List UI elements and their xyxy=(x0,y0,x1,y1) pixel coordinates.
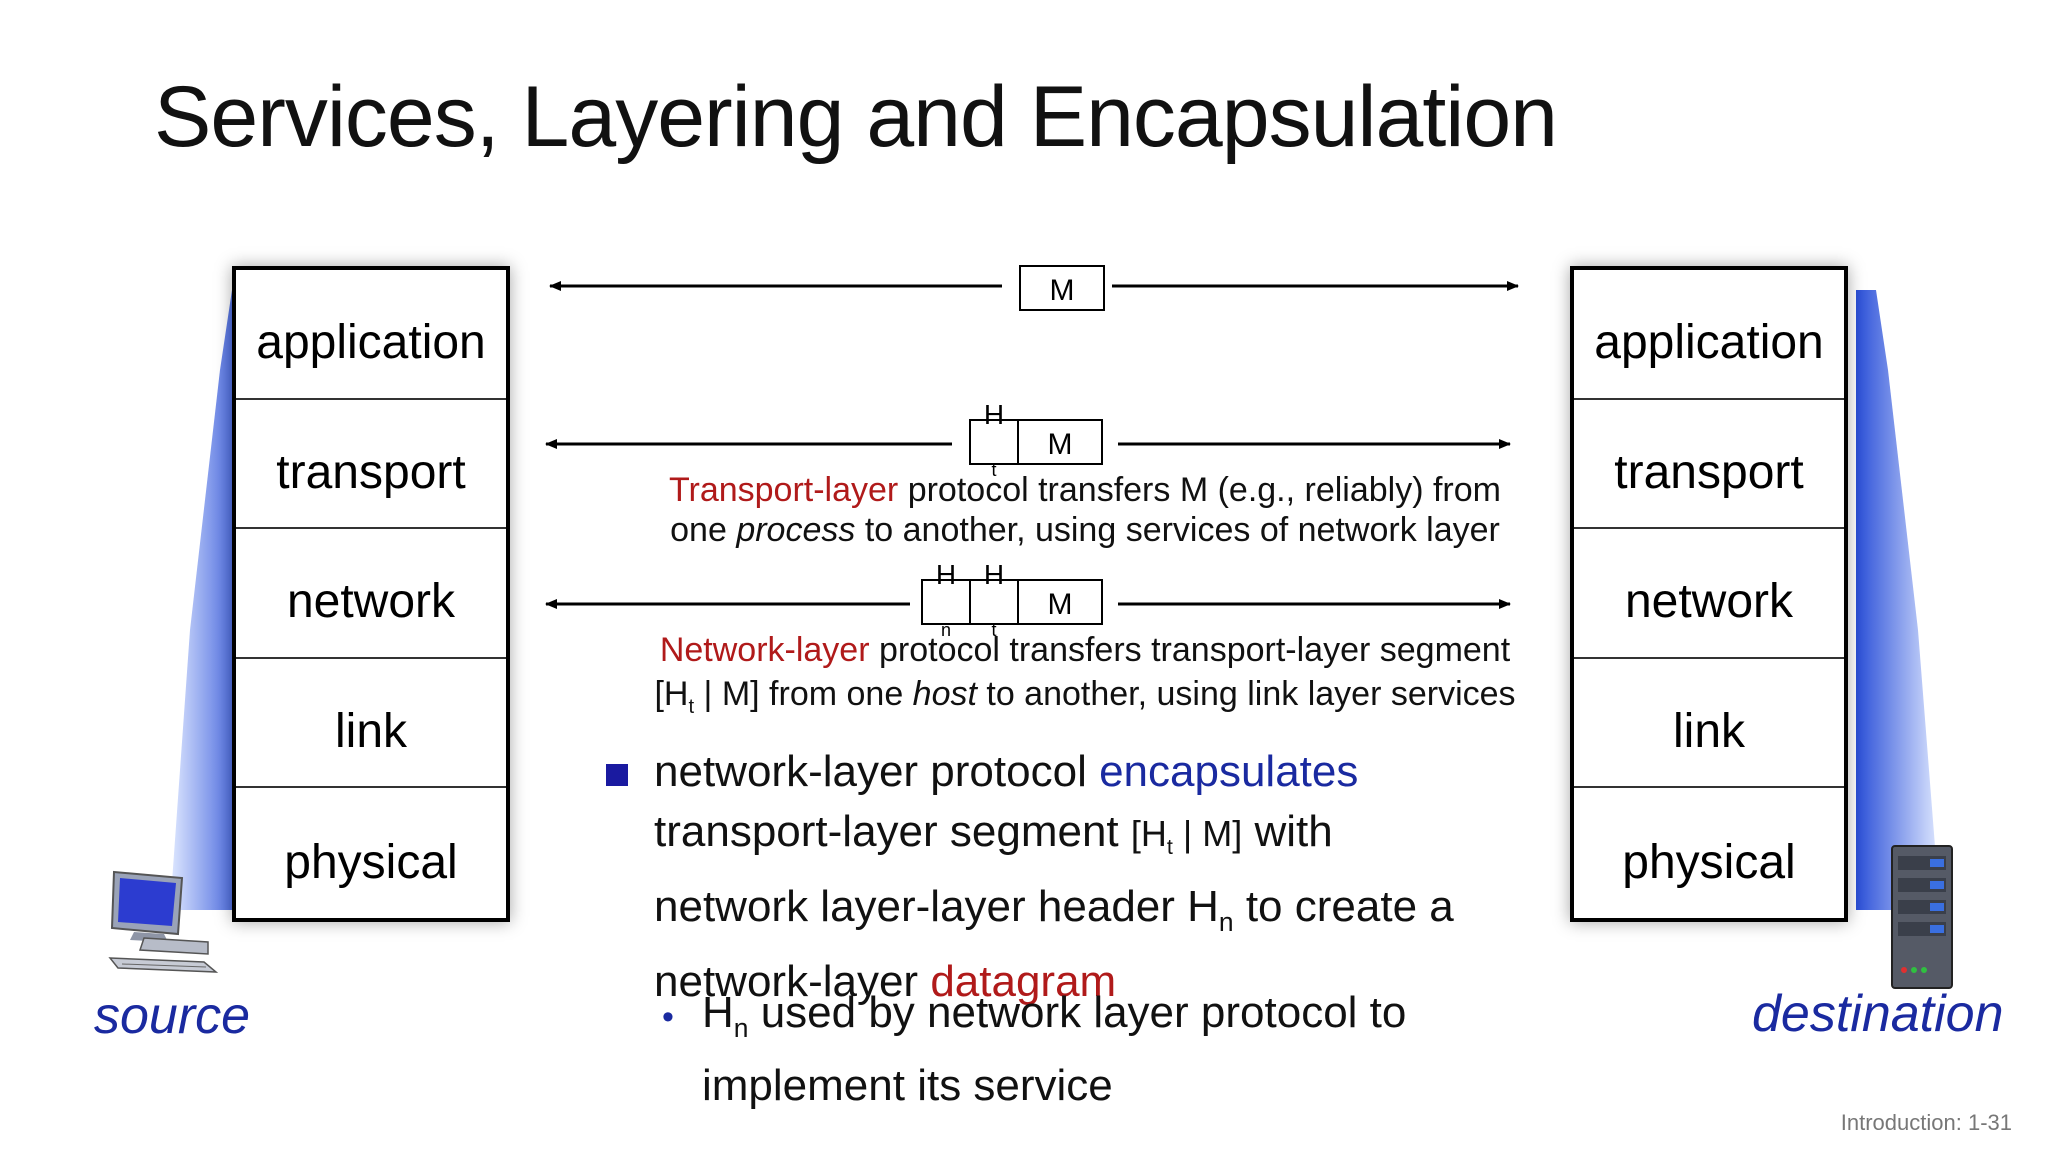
transport-caption-red: Transport-layer xyxy=(668,471,899,509)
network-ht-sub: t xyxy=(991,620,996,640)
network-hn: H xyxy=(936,559,956,590)
network-hn-sub: n xyxy=(941,620,951,640)
network-caption-line2-b: | M] from one xyxy=(694,675,913,713)
source-layer-transport: transport xyxy=(236,400,506,530)
transport-caption-line2-a: one xyxy=(670,511,737,549)
transport-caption-line1-rest: protocol transfers M (e.g., reliably) fr… xyxy=(898,471,1501,509)
bullet-line-3: network layer-layer header Hn to create … xyxy=(654,877,1614,952)
main-bullet: network-layer protocol encapsulates tran… xyxy=(654,742,1614,1012)
network-caption-line1: Network-layer protocol transfers transpo… xyxy=(590,628,1580,672)
destination-label: destination xyxy=(1752,985,2004,1043)
transport-ht-sub: t xyxy=(991,460,996,480)
network-caption-line1-rest: protocol transfers transport-layer segme… xyxy=(869,631,1511,669)
bullet-l2-bracket-b: | M] xyxy=(1172,813,1243,854)
sub-bullet-b: used by network layer protocol to xyxy=(748,988,1407,1037)
sub-bullet: Hn used by network layer protocol to imp… xyxy=(702,984,1562,1115)
source-layer-physical: physical xyxy=(284,835,458,889)
source-label: source xyxy=(94,987,251,1045)
bullet-l2-bracket-a: [H xyxy=(1130,813,1167,854)
source-layer-application: application xyxy=(236,270,506,400)
bullet-l2-a: transport-layer segment xyxy=(654,807,1131,856)
network-caption: Network-layer protocol transfers transpo… xyxy=(590,628,1580,729)
network-caption-line2: [Ht | M] from one host to another, using… xyxy=(590,672,1580,729)
transport-caption: Transport-layer protocol transfers M (e.… xyxy=(590,470,1580,550)
network-caption-sub: t xyxy=(688,695,695,718)
dest-layer-application: application xyxy=(1574,270,1844,400)
network-caption-line2-a: [H xyxy=(654,675,689,713)
bullet-l4-red: datagram xyxy=(930,956,1117,1006)
bullet-l4-a: network-layer xyxy=(654,956,931,1006)
transport-caption-line2-b: to another, using services of network la… xyxy=(855,511,1500,549)
network-ht: H xyxy=(984,559,1004,590)
network-message-m: M xyxy=(1048,588,1073,621)
transport-message-box xyxy=(1017,419,1103,465)
bullet-l2-b: with xyxy=(1242,807,1333,856)
dest-layer-transport: transport xyxy=(1574,400,1844,530)
dest-layer-network: network xyxy=(1574,529,1844,659)
dest-layer-physical: physical xyxy=(1622,835,1796,889)
network-caption-red: Network-layer xyxy=(659,631,870,669)
server-icon xyxy=(1891,845,1953,989)
source-beam xyxy=(170,290,250,910)
bullet-line-4: network-layer datagram xyxy=(654,952,1614,1012)
network-message-box xyxy=(1017,579,1103,625)
bullet-square-icon xyxy=(606,764,628,786)
computer-icon xyxy=(108,870,219,973)
network-transport-header-box xyxy=(969,579,1019,625)
transport-header-box xyxy=(969,419,1019,465)
transport-caption-italic: process xyxy=(736,511,856,549)
sub-bullet-line-2: implement its service xyxy=(702,1060,1113,1110)
network-caption-italic: host xyxy=(912,675,977,713)
slide-footer: Introduction: 1-31 xyxy=(1840,1110,2012,1135)
app-message-box xyxy=(1019,265,1105,311)
sub-bullet-sub: n xyxy=(733,1012,749,1043)
bullet-l3-a: network layer-layer header H xyxy=(654,882,1219,932)
sub-bullet-a: H xyxy=(702,988,734,1037)
transport-caption-line2: one process to another, using services o… xyxy=(590,510,1580,550)
dest-layer-link: link xyxy=(1574,659,1844,789)
network-header-box xyxy=(921,579,971,625)
bullet-l1-blue: encapsulates xyxy=(1099,747,1359,796)
destination-protocol-stack: application transport network link physi… xyxy=(1570,266,1848,922)
bullet-l2-bracket: [Ht | M] xyxy=(1130,813,1243,859)
source-layer-network: network xyxy=(236,529,506,659)
sub-bullet-line-1: Hn used by network layer protocol to xyxy=(702,984,1562,1057)
slide-title: Services, Layering and Encapsulation xyxy=(154,69,1558,165)
bullet-l3-b: to create a xyxy=(1233,882,1454,932)
transport-caption-line1: Transport-layer protocol transfers M (e.… xyxy=(590,470,1580,510)
bullet-line-1: network-layer protocol encapsulates xyxy=(654,742,1614,802)
destination-beam xyxy=(1856,290,1940,910)
source-layer-link: link xyxy=(236,659,506,789)
network-caption-line2-c: to another, using link layer services xyxy=(976,675,1516,713)
bullet-l2-bracket-sub: t xyxy=(1166,834,1173,860)
sub-bullet-dot-icon: • xyxy=(662,998,674,1036)
bullet-line-2: transport-layer segment [Ht | M] with xyxy=(654,802,1614,877)
transport-message-m: M xyxy=(1048,428,1073,461)
transport-ht: H xyxy=(984,399,1004,430)
bullet-l1-a: network-layer protocol xyxy=(654,747,1100,796)
bullet-l3-sub: n xyxy=(1218,906,1234,937)
source-protocol-stack: application transport network link physi… xyxy=(232,266,510,922)
app-message-m: M xyxy=(1050,274,1075,307)
